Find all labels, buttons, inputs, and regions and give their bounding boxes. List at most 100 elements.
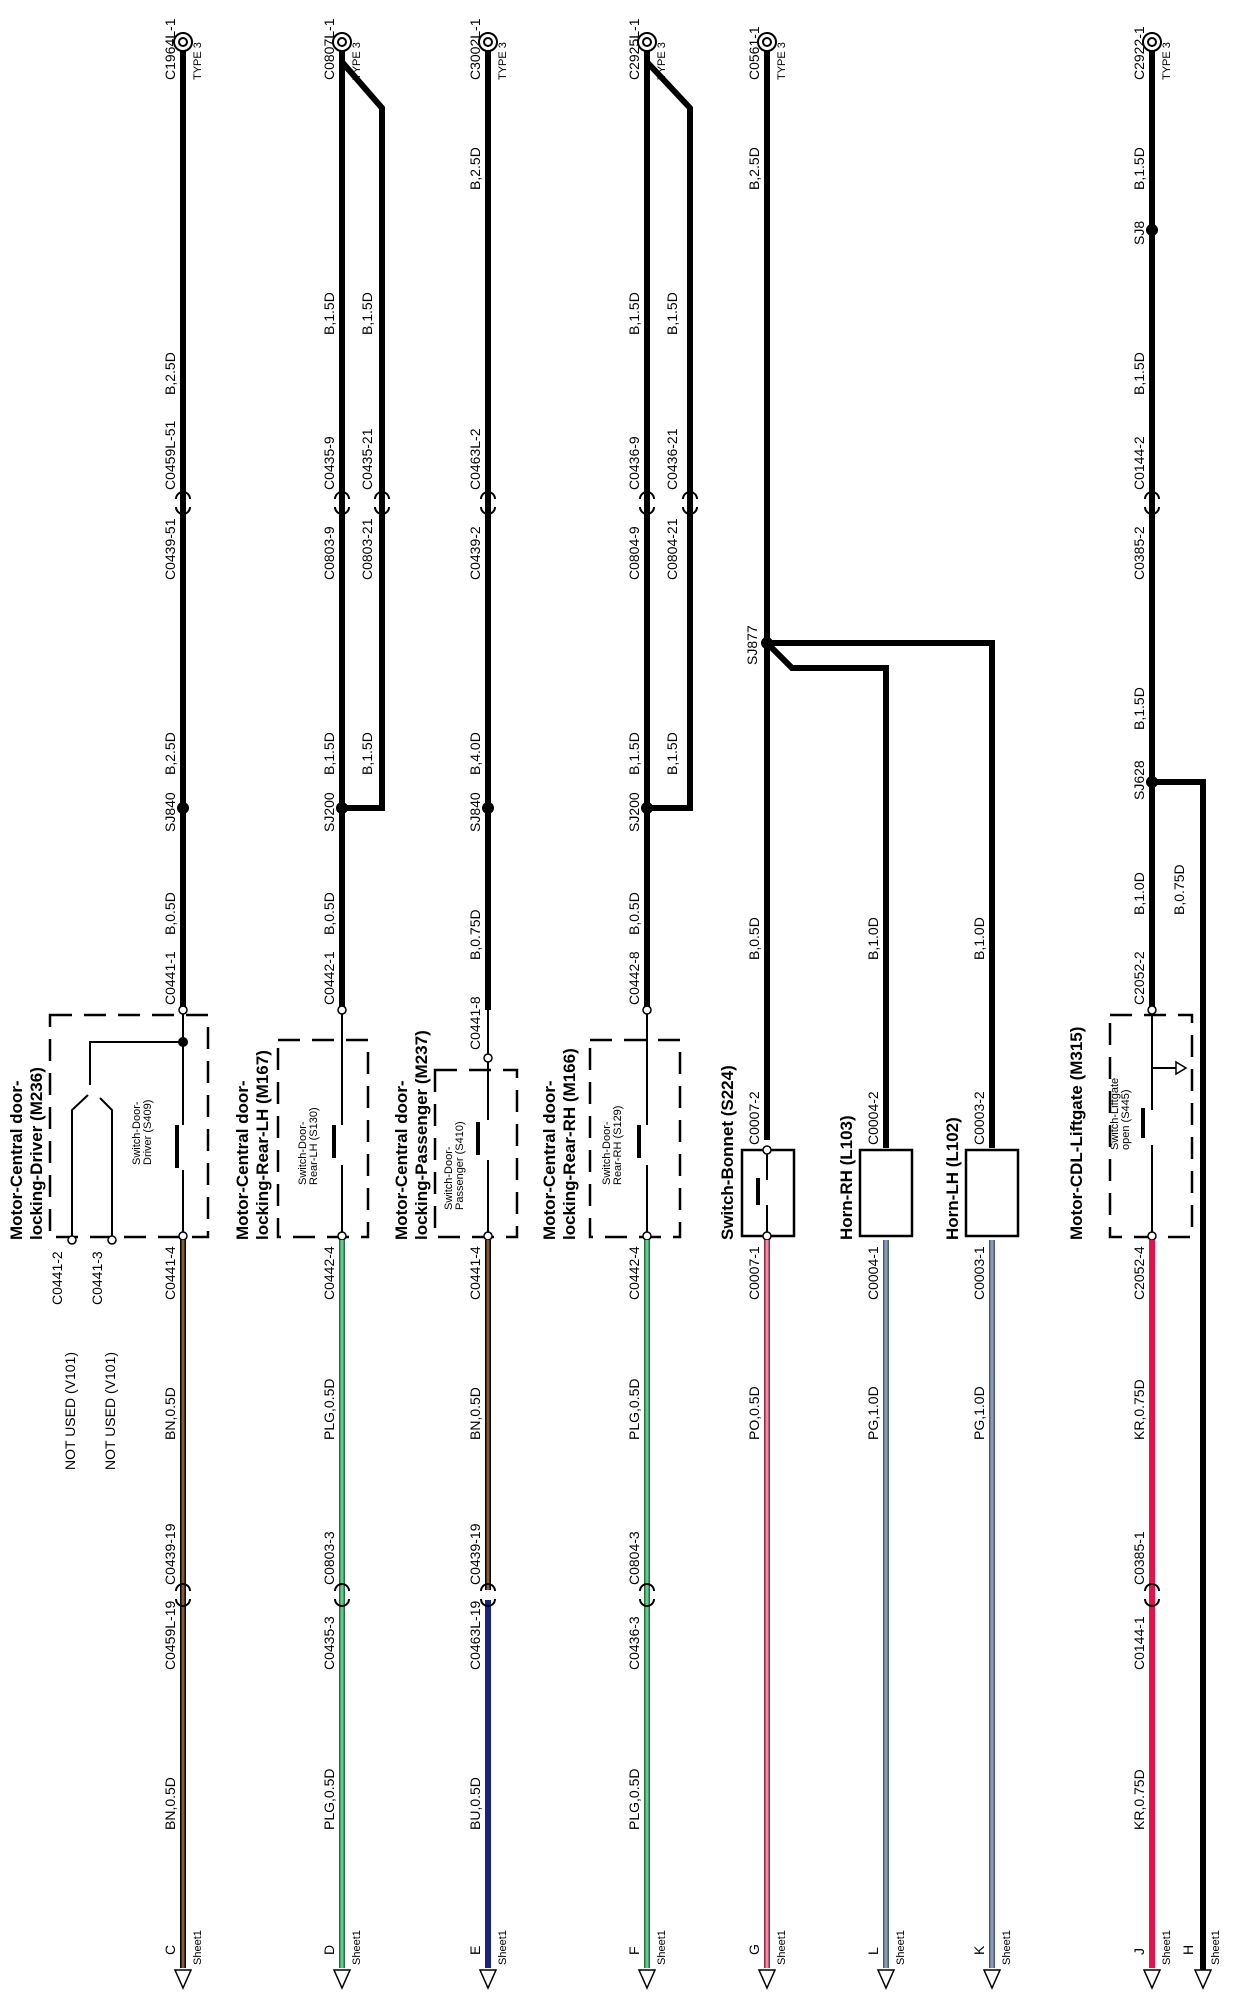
wire-label: BU,0.5D [467,1777,483,1830]
ground-type-label: TYPE 3 [351,42,363,80]
pin-label: C0441-3 [89,1251,105,1305]
splice-label: SJ877 [744,625,760,665]
splice-sj8 [1146,224,1158,236]
sheet-label: Sheet1 [497,1930,509,1965]
switch-symbols [71,1010,1176,1240]
connector-label: C0803-21 [359,518,375,580]
connector-label: C0436-9 [626,436,642,490]
circuit-f-top [637,32,698,1010]
pin-icon [483,1053,493,1063]
component-box-m236 [48,1013,210,1239]
sheet-label: Sheet1 [1210,1930,1222,1965]
component-box-m167 [276,1038,370,1239]
wire-label: B,2.5D [162,352,178,395]
component-name: Horn-RH (L103) [837,1115,856,1240]
switch-name: Driver (S409) [142,1100,154,1165]
connector-label: C0144-1 [1131,1616,1147,1670]
wire-label: B,2.5D [467,147,483,190]
wire-label: B,1.5D [626,292,642,335]
wire-label: PG,1.0D [971,1386,987,1440]
not-used-label: NOT USED (V101) [102,1352,118,1470]
component-name: Motor-Central door- [233,1080,252,1240]
bonnet-switch-symbol [756,1150,768,1236]
splice-dot [178,1037,188,1047]
connector-label: C0463L-19 [467,1601,483,1670]
sheet-label: Sheet1 [1161,1930,1173,1965]
wire-label: B,0.5D [746,917,762,960]
wire-label: PLG,0.5D [626,1769,642,1830]
wire-label: PLG,0.5D [321,1769,337,1830]
splice-label: SJ840 [467,792,483,832]
sheet-ref-label: G [746,1944,762,1955]
sheet-ref-label: J [1131,1948,1147,1955]
pin-icon [762,1145,772,1155]
pin-label: C0442-4 [626,1246,642,1300]
ground-connector-label: C0807L-1 [321,18,337,80]
arrow-down-icon [174,1969,192,1989]
pin-label: C0441-4 [467,1246,483,1300]
component-name: Motor-Central door- [392,1080,411,1240]
component-name: Motor-CDL-Liftgate (M315) [1067,1027,1086,1240]
wire-label: B,4.0D [467,732,483,775]
pin-label: C0441-4 [162,1246,178,1300]
connector-label: C0803-9 [321,526,337,580]
circuit-d-top [332,32,390,1010]
pin-label: C0442-4 [321,1246,337,1300]
sheet-label: Sheet1 [1001,1930,1013,1965]
wire-label: B,1.5D [626,732,642,775]
connector-label: C0436-21 [664,428,680,490]
sheet-label: Sheet1 [656,1930,668,1965]
pin-icon [337,1005,347,1015]
connector-label: C0459L-51 [162,421,178,490]
switch-name: Rear-LH (S130) [308,1107,320,1185]
splice-sj200-f [641,802,653,814]
component-name: Motor-Central door- [7,1080,26,1240]
pin-icon [483,1231,493,1241]
pin-label: C0004-2 [865,1091,881,1145]
connector-label: C0439-51 [162,518,178,580]
wire-label: BN,0.5D [162,1777,178,1830]
splice-sj628 [1146,776,1158,788]
connector-label: C0439-19 [162,1523,178,1585]
connector-label: C0435-21 [359,428,375,490]
pin-icon [67,1235,77,1245]
wire-label: PO,0.5D [746,1386,762,1440]
wire-label: BN,0.5D [162,1387,178,1440]
pin-icon [337,1231,347,1241]
sheet-ref-label: C [162,1945,178,1955]
arrow-down-icon [638,1969,656,1989]
switch-name: Switch-Door- [131,1101,143,1165]
sheet-label: Sheet1 [776,1930,788,1965]
ground-type-label: TYPE 3 [776,42,788,80]
pin-icon [762,1231,772,1241]
arrow-icon [1175,1060,1188,1076]
wire-label: BN,0.5D [467,1387,483,1440]
wire-label: B,0.75D [467,909,483,960]
pin-label: C2052-4 [1131,1246,1147,1300]
pin-label: C0442-8 [626,951,642,1005]
wire-label: B,1.5D [1131,352,1147,395]
connector-label: C0439-19 [467,1523,483,1585]
wire-label: KR,0.75D [1131,1379,1147,1440]
wire-label: B,1.5D [664,292,680,335]
ground-connector-label: C2925L-1 [626,18,642,80]
wire-label: B,1.5D [1131,687,1147,730]
arrow-down-icon [758,1969,776,1989]
wire-label: B,0.75D [1171,864,1187,915]
sheet-label: Sheet1 [351,1930,363,1965]
wire-label: B,1.5D [664,732,680,775]
component-name: locking-Rear-RH (M166) [560,1048,579,1240]
wire-label: PG,1.0D [865,1386,881,1440]
sheet-ref-label: K [971,1945,987,1955]
component-box-m237 [433,1068,519,1239]
pin-icon [1147,1005,1157,1015]
wire-label: B,0.5D [321,892,337,935]
wire-label: B,1.5D [359,292,375,335]
ground-type-label: TYPE 3 [192,42,204,80]
connector-label: C0435-3 [321,1616,337,1670]
connector-label: C0144-2 [1131,436,1147,490]
splice-label: SJ8 [1131,221,1147,245]
circuit-g-top [757,32,995,1148]
component-name: Motor-Central door- [540,1080,559,1240]
